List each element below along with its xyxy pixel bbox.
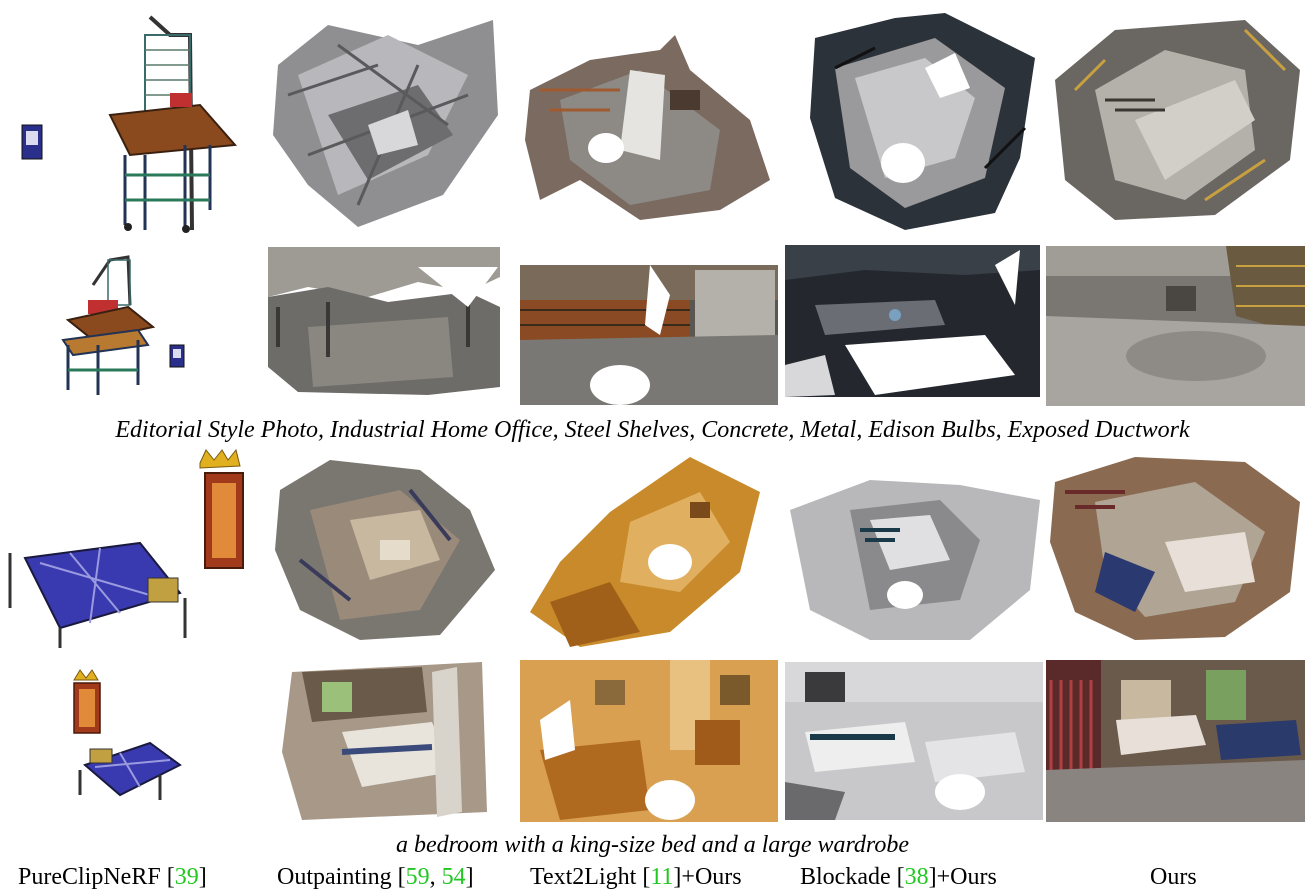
method-label-text2light: Text2Light [11]+Ours [530, 864, 742, 890]
ours-bedroom-perspective [1046, 660, 1305, 822]
pureclipnerf-office-overhead [10, 5, 250, 235]
blockade-bedroom-overhead [790, 470, 1045, 645]
method-name: Text2Light [530, 864, 637, 890]
outpainting-office-perspective [268, 247, 500, 395]
method-name: Blockade [800, 864, 891, 890]
method-name: PureClipNeRF [18, 864, 161, 890]
citation-link[interactable]: 54 [441, 864, 466, 890]
method-label-pureclipnerf: PureClipNeRF [39] [18, 864, 207, 890]
ours-office-overhead [1045, 10, 1305, 225]
method-name: Outpainting [277, 864, 392, 890]
pureclipnerf-bedroom-perspective [60, 665, 200, 813]
citation-link[interactable]: 11 [650, 864, 674, 890]
blockade-office-overhead [795, 8, 1043, 233]
outpainting-bedroom-perspective [282, 662, 492, 822]
citation-link[interactable]: 38 [904, 864, 929, 890]
citation-link[interactable]: 39 [174, 864, 199, 890]
pureclipnerf-office-perspective [48, 245, 198, 400]
pureclipnerf-bedroom-overhead [0, 448, 250, 653]
outpainting-bedroom-overhead [270, 450, 500, 645]
method-suffix: +Ours [681, 864, 742, 890]
method-label-ours: Ours [1150, 862, 1197, 892]
text2light-bedroom-overhead [520, 452, 770, 652]
method-label-blockade: Blockade [38]+Ours [800, 864, 997, 890]
method-label-outpainting: Outpainting [59, 54] [277, 864, 474, 890]
method-labels: PureClipNeRF [39] Outpainting [59, 54] T… [0, 862, 1305, 892]
blockade-office-perspective [785, 245, 1040, 397]
caption-office: Editorial Style Photo, Industrial Home O… [115, 417, 1190, 443]
citation-link[interactable]: 59 [405, 864, 430, 890]
ours-bedroom-overhead [1045, 452, 1305, 642]
caption-bedroom: a bedroom with a king-size bed and a lar… [395, 832, 910, 858]
text2light-office-overhead [520, 30, 775, 225]
outpainting-office-overhead [268, 5, 500, 230]
method-name: Ours [1150, 864, 1197, 890]
text2light-office-perspective [520, 265, 778, 405]
blockade-bedroom-perspective [785, 662, 1043, 820]
method-suffix: +Ours [936, 864, 997, 890]
text2light-bedroom-perspective [520, 660, 778, 822]
ours-office-perspective [1046, 246, 1305, 406]
